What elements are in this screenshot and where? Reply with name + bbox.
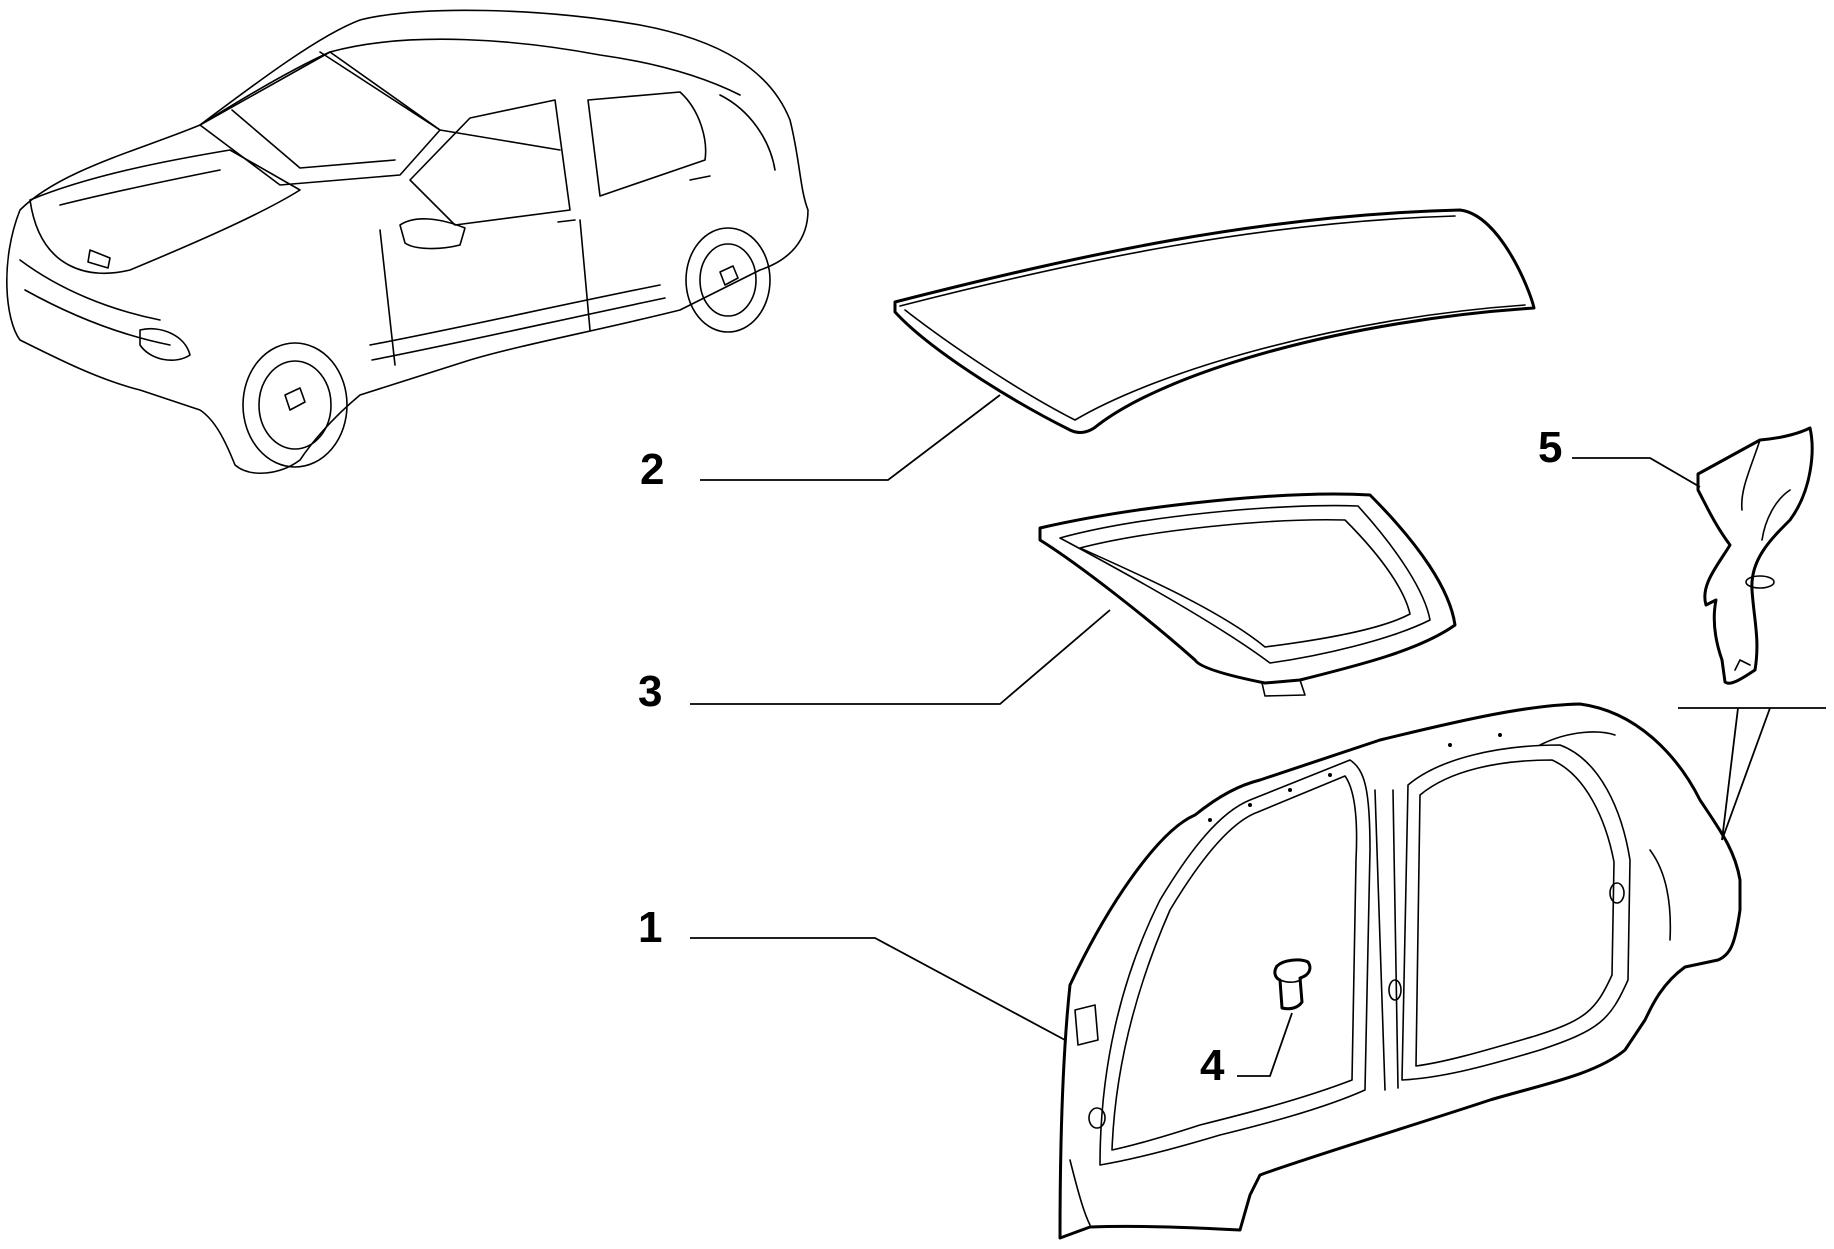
connector-bracket-stem	[1721, 707, 1771, 841]
callout-1: 1	[638, 903, 662, 952]
part-2-roof-panel	[893, 208, 1536, 434]
part-1-body-side	[1058, 702, 1742, 1240]
part-3-sunroof-frame	[1038, 492, 1457, 697]
leader-line-3	[690, 609, 1111, 705]
callout-4: 4	[1200, 1041, 1225, 1090]
leader-line-1	[690, 937, 1066, 1041]
leader-line-2	[700, 394, 1001, 481]
part-5-bracket	[1696, 426, 1814, 685]
reference-car-illustration	[6, 9, 809, 475]
callout-2: 2	[640, 445, 664, 494]
part-4-plug	[1273, 958, 1312, 1011]
leader-line-5	[1572, 457, 1701, 488]
callout-5: 5	[1538, 423, 1562, 472]
callout-3: 3	[638, 667, 662, 716]
leader-line-4	[1237, 1012, 1293, 1077]
